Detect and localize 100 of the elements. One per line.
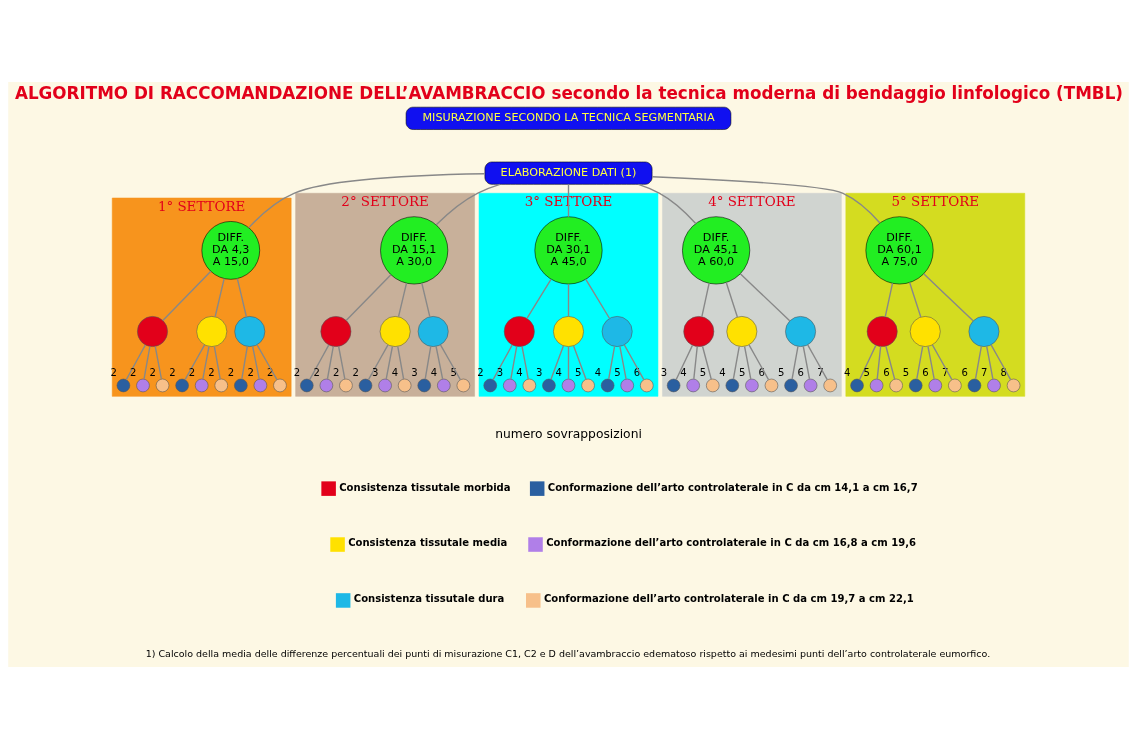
node-circle	[600, 378, 615, 393]
node-label: 3	[535, 366, 543, 378]
node-circle	[378, 378, 392, 393]
node-circle	[620, 378, 634, 393]
node-label: 5	[778, 366, 785, 378]
connector	[916, 345, 924, 380]
node-circle	[417, 378, 431, 393]
node-circle: DIFF. DA 45,1 A 60,0	[682, 216, 751, 285]
node-circle	[339, 378, 353, 393]
node-circle	[319, 378, 334, 393]
node-circle	[214, 378, 228, 393]
node-label: 6	[922, 366, 929, 378]
connector	[154, 345, 163, 380]
connector	[326, 345, 334, 380]
node-box: ELABORAZIONE DATI (1)	[484, 161, 653, 185]
diagram-title: ALGORITMO DI RACCOMANDAZIONE DELL’AVAMBRACCIO secondo la tecnica moderna di bendaggio linfologico (TMBL)	[14, 83, 1124, 104]
node-circle	[785, 316, 816, 347]
node-circle	[456, 378, 471, 393]
node-circle	[869, 378, 884, 393]
connector	[252, 345, 260, 380]
connector	[492, 344, 513, 381]
connector	[397, 282, 408, 318]
label: numero sovrapposizioni	[495, 426, 642, 441]
legend-label: Conformazione dell’arto controlaterale in C da cm 14,1 a cm 16,7	[547, 481, 918, 493]
node-circle	[686, 378, 700, 393]
connector	[367, 344, 389, 381]
node-label: 2	[332, 366, 340, 378]
connector	[675, 344, 694, 381]
node-circle: DIFF. DA 4,3 A 15,0	[201, 221, 260, 280]
node-label: 5	[450, 366, 457, 378]
node-circle	[967, 378, 982, 393]
node-circle	[726, 316, 758, 347]
connector	[739, 273, 791, 322]
connector	[791, 345, 799, 380]
connector	[202, 345, 210, 380]
node-circle	[234, 378, 248, 393]
connector	[619, 345, 627, 380]
node-circle	[234, 316, 266, 347]
connector	[550, 345, 565, 380]
node-label: 2	[313, 366, 320, 378]
connector	[345, 274, 392, 321]
connector	[337, 345, 346, 380]
node-circle	[483, 378, 497, 393]
connector	[884, 282, 894, 318]
node-circle	[1006, 378, 1021, 393]
legend-label: Conformazione dell’arto controlaterale in C da cm 16,8 a cm 19,6	[546, 537, 916, 549]
node-circle	[850, 378, 864, 393]
node-label: 6	[758, 366, 765, 378]
connector	[572, 345, 587, 380]
connector	[876, 345, 882, 380]
node-circle	[253, 378, 268, 393]
connector	[424, 345, 432, 380]
connector	[184, 344, 206, 381]
node-circle	[397, 378, 412, 393]
node-circle	[358, 378, 373, 393]
node-label: 2	[247, 366, 254, 378]
connector	[439, 344, 462, 381]
node-circle	[273, 378, 287, 393]
node-circle	[823, 378, 837, 393]
connector	[802, 345, 811, 380]
node-label: 2	[149, 366, 156, 378]
connector	[248, 173, 486, 229]
node-label: 2	[208, 366, 215, 378]
connector	[990, 344, 1012, 381]
node-circle	[522, 378, 537, 393]
node-label: 6	[961, 366, 968, 378]
connector	[162, 270, 212, 322]
node-circle	[116, 378, 131, 393]
node-circle	[155, 378, 170, 393]
node-label: 2	[293, 366, 301, 378]
node-label: 5	[699, 366, 707, 378]
connector	[637, 183, 697, 225]
connector	[885, 345, 896, 380]
connector	[143, 345, 151, 380]
node-label: 3	[496, 366, 504, 378]
node-label: 2	[352, 366, 359, 378]
node-circle	[909, 378, 923, 393]
node-label: 4	[594, 366, 602, 378]
connector	[256, 344, 278, 381]
connector	[385, 345, 394, 380]
node-circle	[175, 378, 189, 393]
node-label: 4	[516, 366, 523, 378]
node-label: 7	[981, 366, 988, 378]
connector	[309, 344, 330, 381]
legend-label: Conformazione dell’arto controlaterale in C da cm 19,7 a cm 22,1	[543, 593, 914, 605]
node-circle	[948, 378, 962, 393]
node-label: 6	[883, 366, 890, 378]
node-label: 3	[372, 366, 379, 378]
caption: 1) Calcolo della media delle differenze percentuali dei punti di misurazione C1, C2 e D dell’avambraccio edematoso rispetto ai medesimi punti dell’arto controlaterale eumorfico.	[145, 647, 991, 659]
node-circle	[437, 378, 451, 393]
node-label: 6	[797, 366, 805, 378]
node-circle	[137, 316, 168, 347]
legend-label: Consistenza tissutale dura	[353, 593, 505, 605]
connector	[931, 344, 953, 381]
connector	[909, 281, 922, 318]
connector	[974, 345, 983, 380]
node-circle: DIFF. DA 15,1 A 30,0	[380, 216, 449, 285]
connector	[241, 345, 249, 380]
connector	[651, 176, 881, 224]
connector	[693, 345, 698, 380]
